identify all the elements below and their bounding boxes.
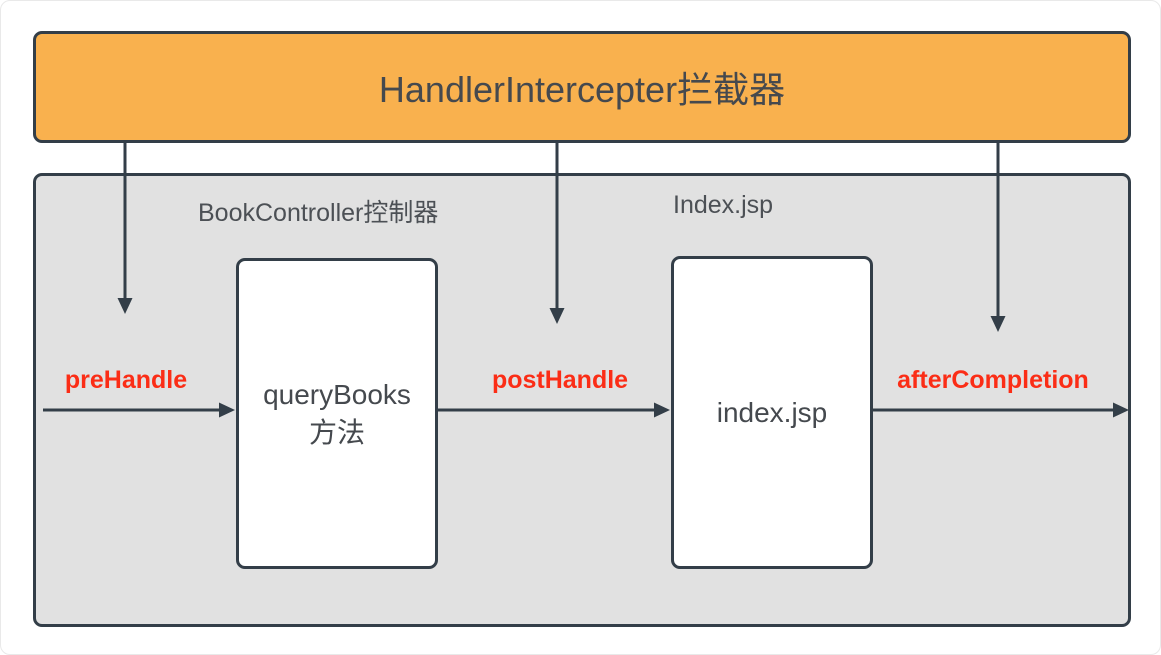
view-section-label: Index.jsp — [673, 191, 774, 219]
posthandle-label: postHandle — [491, 366, 629, 394]
index-jsp-node: index.jsp — [671, 256, 873, 569]
request-flow-container-box — [33, 173, 1131, 627]
aftercompletion-label: afterCompletion — [897, 366, 1089, 394]
querybooks-method-line2: 方法 — [308, 416, 365, 448]
interceptor-box: HandlerIntercepter拦截器 — [33, 31, 1131, 143]
prehandle-label: preHandle — [64, 366, 188, 394]
querybooks-method-line1: queryBooks — [263, 378, 411, 410]
index-jsp-label: index.jsp — [716, 396, 828, 428]
interceptor-label: HandlerIntercepter拦截器 — [378, 69, 786, 110]
controller-section-label: BookController控制器 — [198, 199, 439, 227]
querybooks-method-node: queryBooks 方法 — [236, 258, 438, 569]
